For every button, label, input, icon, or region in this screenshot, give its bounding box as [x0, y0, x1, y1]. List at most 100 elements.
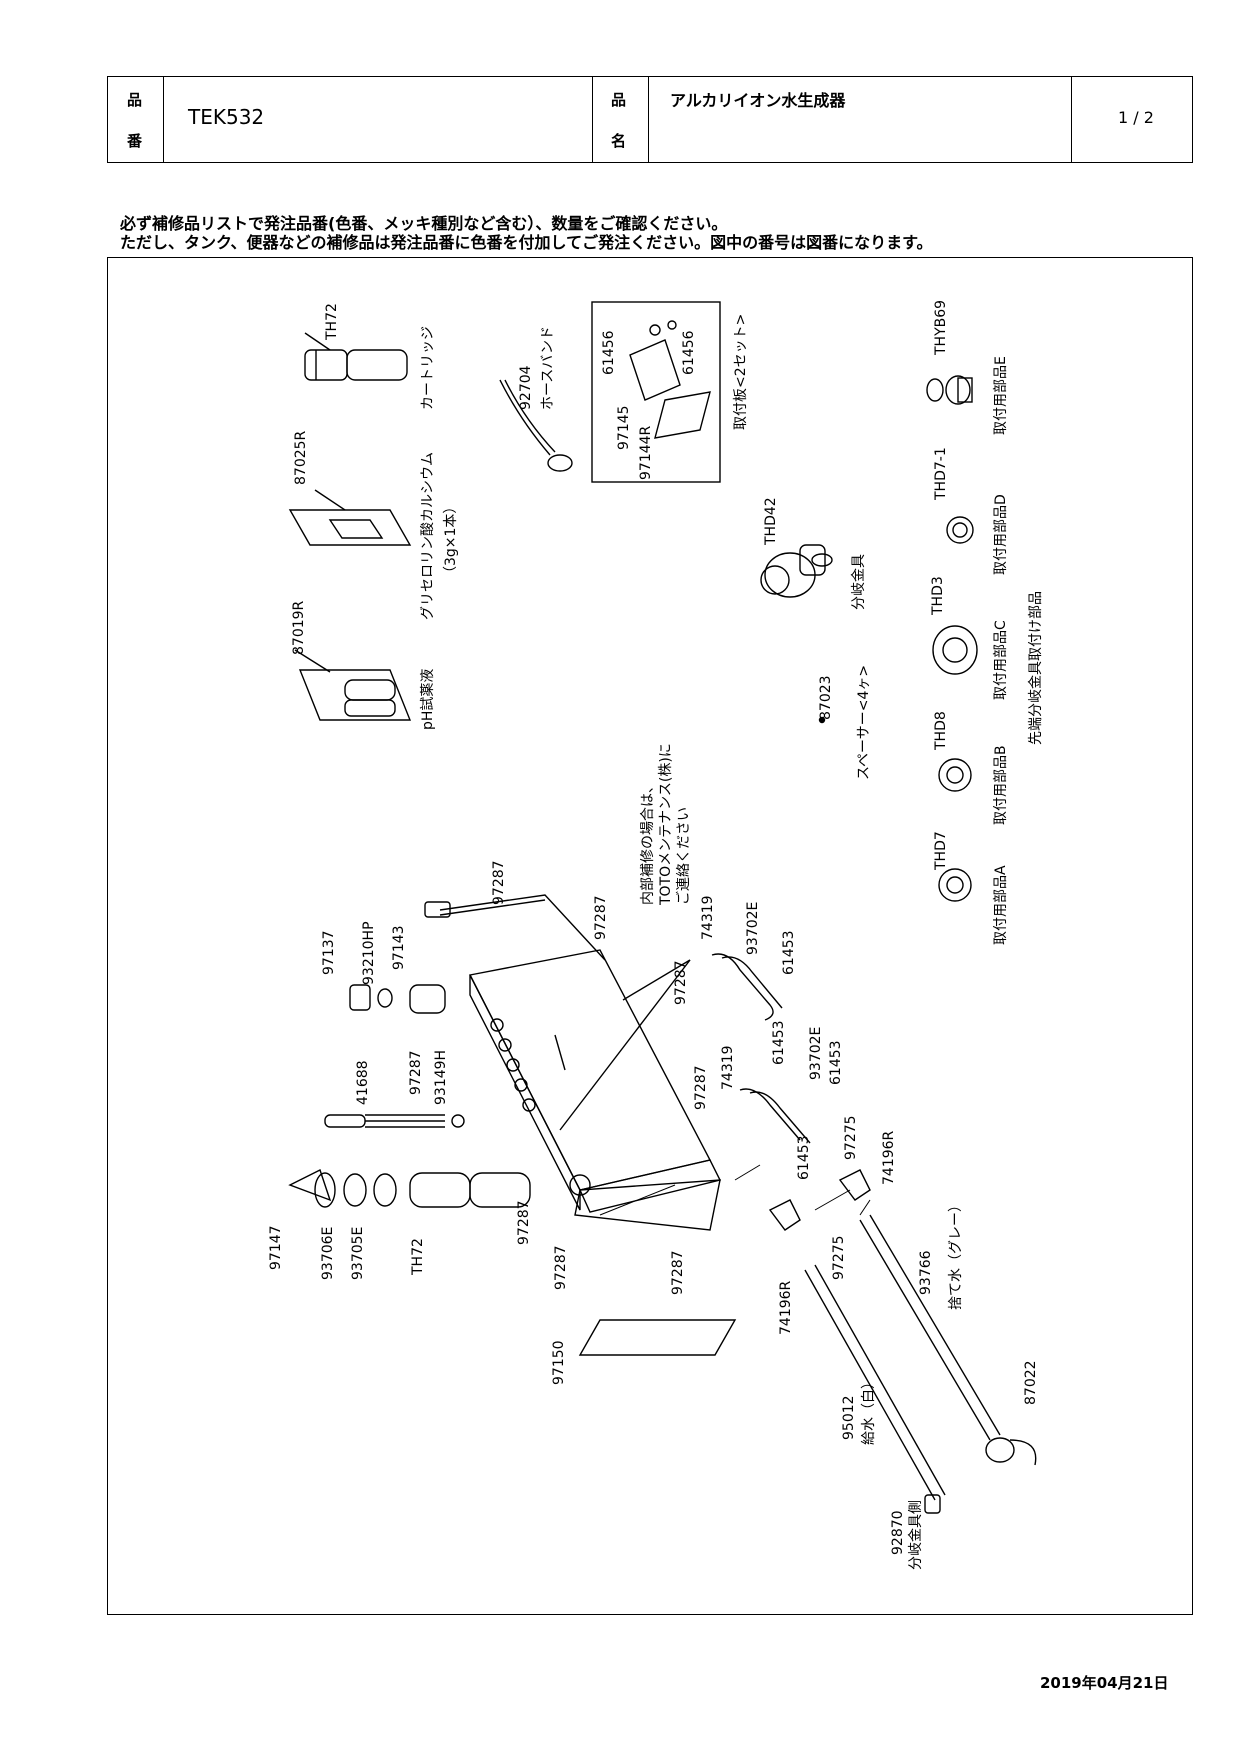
- label-93705e: 93705E: [350, 1227, 366, 1280]
- filter-cap-part: [349, 984, 446, 1014]
- issue-date: 2019年04月21日: [1040, 1674, 1169, 1692]
- label-note-2: TOTOメンテナンス(株)に: [658, 743, 674, 906]
- elbow-97275a: [838, 1169, 871, 1201]
- label-kyusui: 給水（白）: [861, 1375, 877, 1445]
- bracket-box: [591, 301, 721, 483]
- label-97143: 97143: [391, 925, 407, 970]
- name-label-1: 品: [611, 91, 627, 109]
- label-97287-a: 97287: [491, 860, 507, 905]
- label-97287-h: 97287: [670, 1250, 686, 1295]
- page-number: 1 / 2: [1118, 108, 1154, 127]
- label-sentan: 先端分岐金具取付け部品: [1028, 591, 1044, 745]
- label-thd3: THD3: [930, 576, 946, 616]
- label-92704: 92704: [518, 365, 534, 410]
- label-97287-d: 97287: [408, 1050, 424, 1095]
- notice-line-1: 必ず補修品リストで発注品番(色番、メッキ種別など含む）、数量をご確認ください。: [120, 214, 728, 233]
- product-name: アルカリイオン水生成器: [670, 91, 846, 110]
- label-93706e: 93706E: [320, 1227, 336, 1280]
- label-61456-a: 61456: [601, 330, 617, 375]
- label-note-1: 内部補修の場合は、: [640, 779, 656, 905]
- main-unit-body: [424, 894, 722, 1231]
- label-97287-c: 97287: [673, 960, 689, 1005]
- label-97147: 97147: [268, 1225, 284, 1270]
- label-th72-bottom: TH72: [410, 1238, 426, 1276]
- label-97144r: 97144R: [638, 425, 654, 480]
- hoseband-part: [499, 379, 573, 472]
- label-part-e: 取付用部品E: [993, 356, 1009, 435]
- label-74319-a: 74319: [700, 895, 716, 940]
- label-ph: pH試薬液: [420, 669, 436, 730]
- supply-tube: [804, 1264, 946, 1501]
- label-61456-b: 61456: [681, 330, 697, 375]
- label-61453-d: 61453: [796, 1135, 812, 1180]
- label-thyb69: THYB69: [933, 300, 949, 356]
- label-spacer: スペーサー<4ヶ>: [856, 665, 872, 780]
- label-93702e-a: 93702E: [745, 902, 761, 955]
- label-97287-g: 97287: [553, 1245, 569, 1290]
- label-61453-b: 61453: [771, 1020, 787, 1065]
- label-97287-f: 97287: [516, 1200, 532, 1245]
- label-th72-top: TH72: [324, 303, 340, 341]
- label-thd7: THD7: [933, 831, 949, 871]
- label-41688: 41688: [355, 1060, 371, 1105]
- label-97287-b: 97287: [593, 895, 609, 940]
- part-d: [946, 516, 974, 544]
- label-thd42: THD42: [763, 497, 779, 546]
- label-61453-c: 61453: [828, 1040, 844, 1085]
- diagram-frame: [107, 257, 1193, 1615]
- label-sutemizu: 捨て水（グレー）: [947, 1198, 964, 1310]
- bracket-part: [629, 320, 711, 439]
- name-label-2: 名: [611, 132, 627, 150]
- label-97137: 97137: [321, 930, 337, 975]
- spacer-part: [818, 716, 826, 724]
- title-block: 品 番 TEK532 品 名 アルカリイオン水生成器 1 / 2: [107, 76, 1193, 163]
- label-thd8: THD8: [933, 711, 949, 751]
- label-97287-e: 97287: [693, 1065, 709, 1110]
- label-87019r: 87019R: [291, 600, 307, 655]
- cartridge-top-part: [304, 332, 408, 381]
- label-bunkigawa: 分岐金具側: [908, 1500, 924, 1570]
- label-74196r-a: 74196R: [881, 1130, 897, 1185]
- glycero-package-part: [288, 489, 412, 546]
- label-92870: 92870: [890, 1510, 906, 1555]
- label-93702e-b: 93702E: [808, 1027, 824, 1080]
- label-93766: 93766: [918, 1250, 934, 1295]
- label-97150: 97150: [551, 1340, 567, 1385]
- label-glycero-2: （3g×1本）: [443, 500, 459, 580]
- part-e: [926, 375, 973, 405]
- label-87022: 87022: [1023, 1360, 1039, 1405]
- part-a: [938, 868, 972, 902]
- part-c: [932, 625, 978, 675]
- label-87025r: 87025R: [293, 430, 309, 485]
- label-glycero-1: グリセロリン酸カルシウム: [420, 452, 436, 620]
- drain-tube: [859, 1214, 1001, 1441]
- label-97275-a: 97275: [843, 1115, 859, 1160]
- label-cartridge: カートリッジ: [420, 326, 436, 410]
- label-74319-b: 74319: [720, 1045, 736, 1090]
- part-no-label-1: 品: [127, 91, 143, 109]
- label-97275-b: 97275: [831, 1235, 847, 1280]
- plate-97150: [578, 1319, 737, 1356]
- ph-reagent-package-part: [294, 649, 412, 721]
- label-part-a: 取付用部品A: [993, 865, 1009, 945]
- drain-nozzle: [985, 1437, 1037, 1466]
- cartridge-bottom-part: [288, 1169, 531, 1208]
- hose-41688: [324, 1114, 465, 1128]
- label-87023: 87023: [818, 675, 834, 720]
- label-95012: 95012: [841, 1395, 857, 1440]
- label-note-3: ご連絡ください: [676, 807, 692, 905]
- label-61453-a: 61453: [781, 930, 797, 975]
- label-bracket: 取付板<2セット>: [733, 314, 749, 430]
- elbow-97275b: [768, 1199, 801, 1231]
- label-part-c: 取付用部品C: [993, 620, 1009, 700]
- part-b: [938, 758, 972, 792]
- label-bunki: 分岐金具: [851, 554, 867, 610]
- label-93149h: 93149H: [433, 1050, 449, 1105]
- label-thd7-1: THD7-1: [933, 447, 949, 501]
- electrode-plate-upper: [711, 953, 783, 1021]
- label-93210hp: 93210HP: [361, 921, 377, 985]
- part-number: TEK532: [188, 105, 265, 129]
- notice-line-2: ただし、タンク、便器などの補修品は発注品番に色番を付加してご発注ください。図中の…: [120, 233, 933, 252]
- label-part-d: 取付用部品D: [993, 494, 1009, 575]
